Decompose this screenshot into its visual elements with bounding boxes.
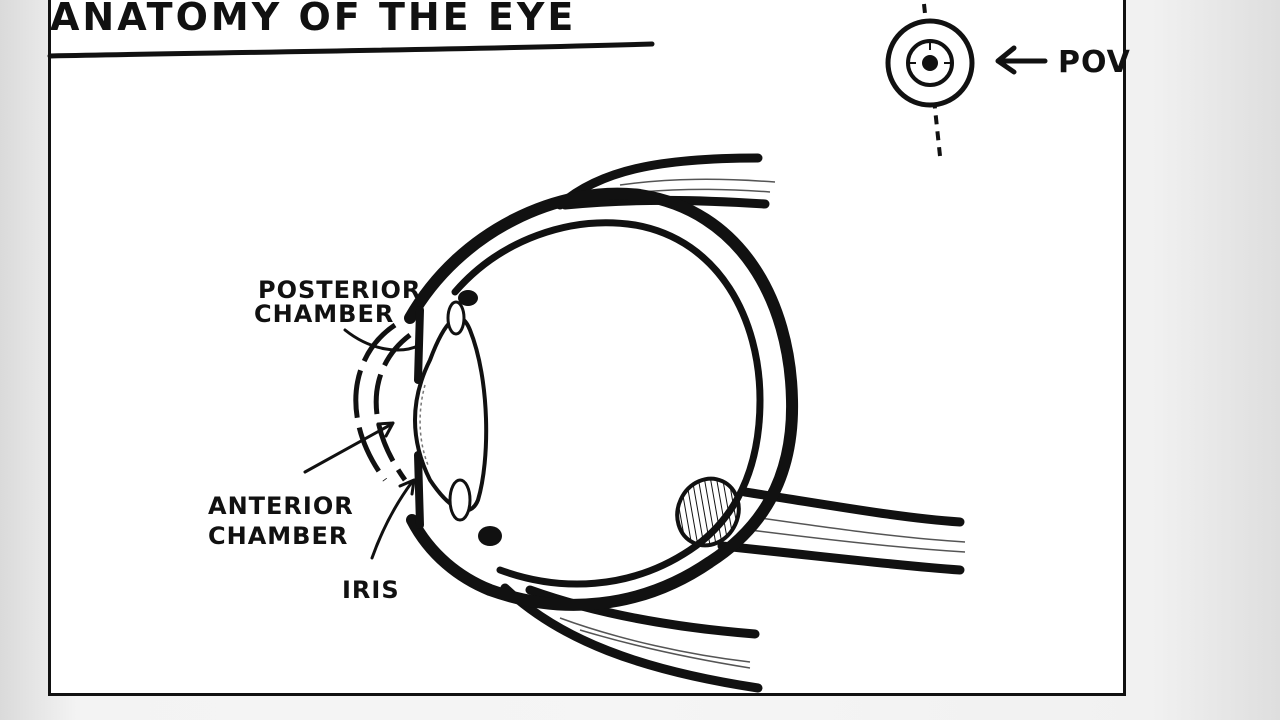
ciliary-body-upper xyxy=(448,302,464,334)
title-underline xyxy=(50,44,652,56)
diagram-title: ANATOMY OF THE EYE xyxy=(50,0,576,39)
pov-eye-icon xyxy=(888,4,972,156)
ciliary-body-lower xyxy=(450,480,470,520)
posterior-chamber-label-line2: CHAMBER xyxy=(254,300,394,328)
anterior-chamber-label-line2: CHAMBER xyxy=(208,522,348,550)
iris-label: IRIS xyxy=(342,576,400,604)
optic-nerve xyxy=(722,492,965,570)
lens xyxy=(415,318,486,511)
anterior-chamber-arrow xyxy=(305,423,393,472)
pov-arrow-icon xyxy=(998,48,1045,72)
anterior-chamber-label-line1: ANTERIOR xyxy=(208,492,354,520)
pov-label: POV xyxy=(1058,45,1131,80)
